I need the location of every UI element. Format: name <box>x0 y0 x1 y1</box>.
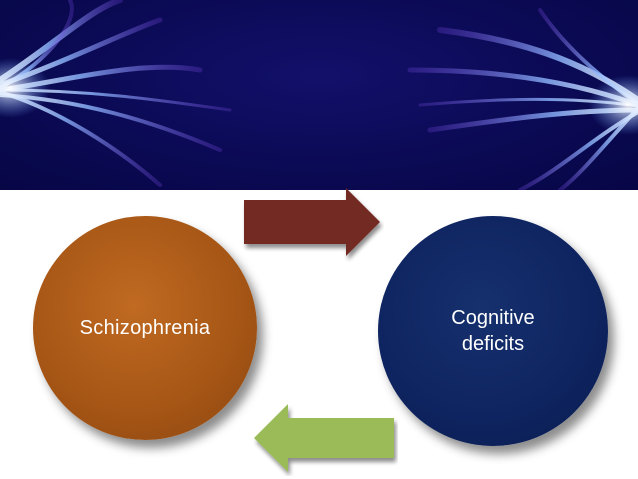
arrow-right <box>244 188 380 256</box>
decorative-banner <box>0 0 638 190</box>
schizophrenia-label: Schizophrenia <box>79 317 211 339</box>
cognitive-deficits-node: Cognitive deficits <box>378 216 608 446</box>
fractal-flower-illustration <box>0 0 638 190</box>
cognitive-deficits-label: Cognitive deficits <box>451 307 535 355</box>
right-flower-glow <box>588 75 638 135</box>
left-flower-glow <box>0 58 50 118</box>
schizophrenia-node: Schizophrenia <box>33 216 257 440</box>
arrow-left <box>254 404 394 472</box>
